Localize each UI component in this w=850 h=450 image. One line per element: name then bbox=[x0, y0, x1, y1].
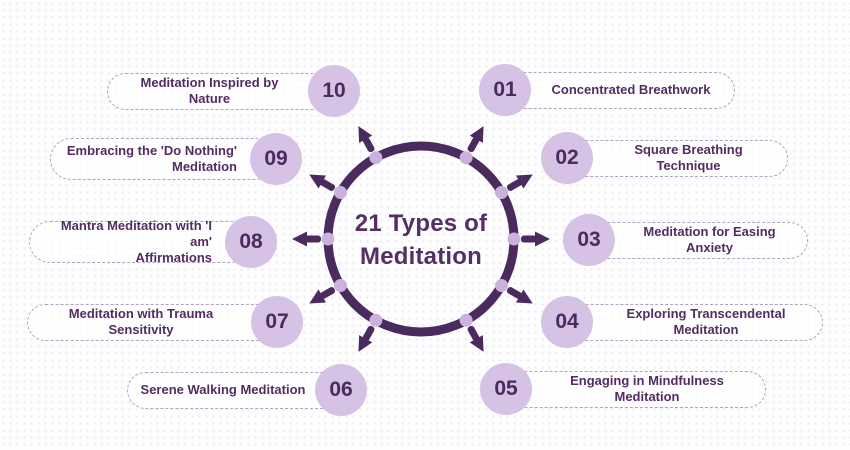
arrow-icon bbox=[309, 287, 336, 304]
item-01-number-badge: 01 bbox=[479, 64, 531, 116]
arrow-icon bbox=[467, 325, 484, 352]
ring-dot bbox=[507, 232, 521, 246]
item-10-number-badge: 10 bbox=[308, 65, 360, 117]
arrow-icon bbox=[467, 126, 484, 153]
item-01-number: 01 bbox=[493, 78, 517, 101]
item-10-number: 10 bbox=[322, 79, 346, 102]
item-09-number: 09 bbox=[264, 147, 288, 170]
item-01-label-pill: Concentrated Breathwork bbox=[505, 71, 735, 109]
arrow-icon bbox=[358, 325, 375, 352]
ring-dot bbox=[321, 232, 335, 246]
ring-dot bbox=[459, 151, 473, 165]
item-09-label: Embracing the 'Do Nothing' Meditation bbox=[66, 143, 237, 174]
item-06-number-badge: 06 bbox=[315, 364, 367, 416]
ring-dot bbox=[369, 151, 383, 165]
item-07-label-pill: Meditation with Trauma Sensitivity bbox=[27, 303, 277, 341]
arrow-icon bbox=[506, 174, 533, 191]
outward-arrows bbox=[292, 126, 550, 352]
item-01-label: Concentrated Breathwork bbox=[551, 82, 711, 97]
ring-dot bbox=[495, 279, 508, 292]
item-06-label: Serene Walking Meditation bbox=[140, 382, 306, 397]
item-08-number: 08 bbox=[239, 230, 263, 253]
ring-dot bbox=[334, 186, 347, 199]
item-05-number: 05 bbox=[494, 377, 518, 400]
ring-dot bbox=[334, 279, 347, 292]
arrow-icon bbox=[358, 126, 375, 153]
item-04-number-badge: 04 bbox=[541, 296, 593, 348]
hub-title: 21 Types of Meditation bbox=[354, 210, 488, 270]
item-07-number-badge: 07 bbox=[251, 296, 303, 348]
item-09-label-pill: Embracing the 'Do Nothing' Meditation bbox=[50, 138, 276, 180]
item-02-number-badge: 02 bbox=[541, 132, 593, 184]
item-10-label-pill: Meditation Inspired by Nature bbox=[107, 72, 334, 110]
item-08-label-pill: Mantra Meditation with 'I am' Affirmatio… bbox=[29, 218, 251, 265]
item-03-label-pill: Meditation for Easing Anxiety bbox=[589, 221, 808, 259]
arrow-icon bbox=[309, 174, 336, 191]
item-03-number-badge: 03 bbox=[563, 214, 615, 266]
item-08-number-badge: 08 bbox=[225, 216, 277, 268]
item-06-number: 06 bbox=[329, 378, 353, 401]
item-07-number: 07 bbox=[265, 310, 289, 333]
item-05-number-badge: 05 bbox=[480, 363, 532, 415]
item-05-label: Engaging in Mindfulness Meditation bbox=[570, 373, 724, 404]
item-03-label: Meditation for Easing Anxiety bbox=[643, 224, 776, 255]
item-02-number: 02 bbox=[555, 146, 579, 169]
arrow-icon bbox=[292, 231, 321, 247]
item-02-label: Square Breathing Technique bbox=[634, 142, 743, 173]
item-07-label: Meditation with Trauma Sensitivity bbox=[68, 306, 214, 337]
item-03-number: 03 bbox=[577, 228, 601, 251]
ring-dots bbox=[321, 151, 521, 327]
item-08-label: Mantra Meditation with 'I am' Affirmatio… bbox=[60, 218, 212, 265]
item-04-label: Exploring Transcendental Meditation bbox=[626, 306, 786, 337]
item-09-number-badge: 09 bbox=[250, 133, 302, 185]
ring-dot bbox=[495, 186, 508, 199]
item-06-label-pill: Serene Walking Meditation bbox=[127, 371, 341, 409]
arrow-icon bbox=[521, 231, 550, 247]
item-10-label: Meditation Inspired by Nature bbox=[140, 75, 279, 106]
item-05-label-pill: Engaging in Mindfulness Meditation bbox=[506, 370, 766, 408]
ring-dot bbox=[459, 313, 473, 327]
ring-dot bbox=[369, 313, 383, 327]
item-02-label-pill: Square Breathing Technique bbox=[567, 139, 788, 177]
item-04-number: 04 bbox=[555, 310, 579, 333]
item-04-label-pill: Exploring Transcendental Meditation bbox=[567, 303, 823, 341]
arrow-icon bbox=[506, 287, 533, 304]
